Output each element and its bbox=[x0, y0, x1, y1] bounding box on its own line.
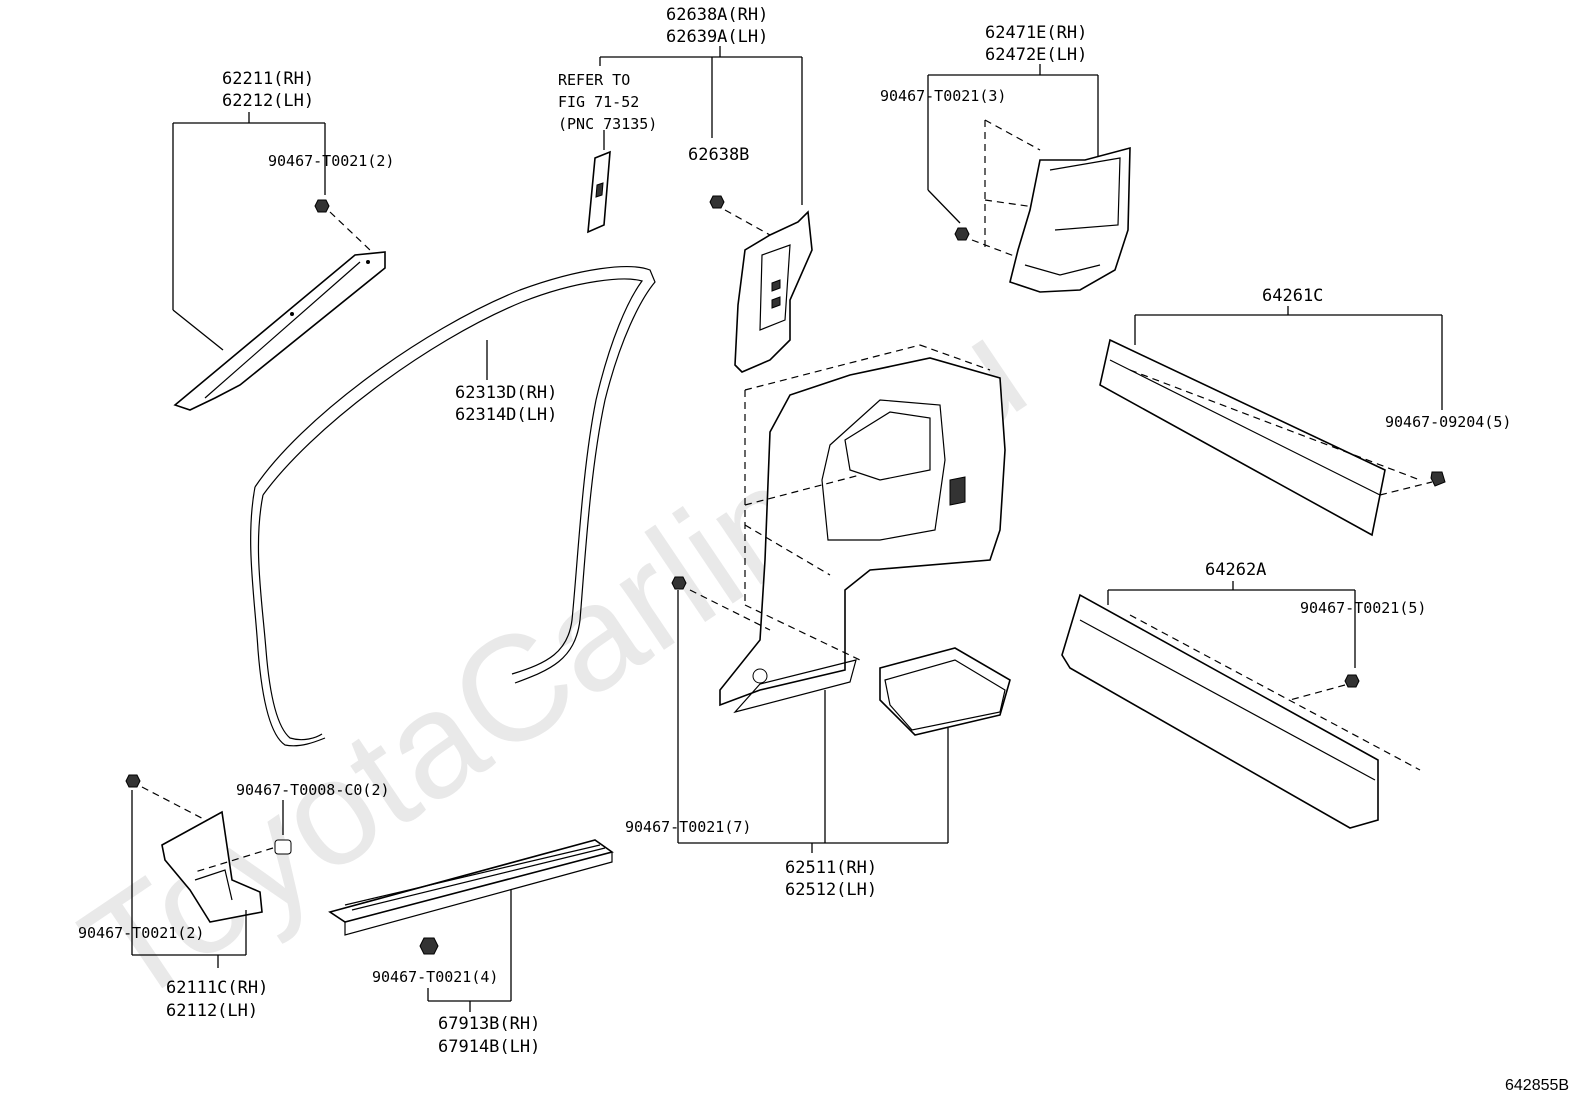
rear-scuff-plate bbox=[1099, 338, 1386, 537]
cowl-clip-a-label: 90467-T0008-C0(2) bbox=[236, 781, 390, 799]
clip-icon bbox=[419, 937, 439, 955]
scuff-rear-label: 64261C bbox=[1262, 286, 1323, 306]
quarter-trim bbox=[719, 357, 1006, 714]
refer-part bbox=[587, 150, 611, 234]
weatherstrip-label-lh: 62314D(LH) bbox=[455, 405, 557, 425]
clip-icon bbox=[671, 576, 687, 590]
refer-line-2: FIG 71-52 bbox=[558, 93, 639, 111]
c-pillar-label-lh: 62472E(LH) bbox=[985, 45, 1087, 65]
quarter-clip-label: 90467-T0021(7) bbox=[625, 818, 751, 836]
b-pillar-label-lh: 62639A(LH) bbox=[666, 27, 768, 47]
a-pillar-trim bbox=[173, 251, 386, 411]
cowl-clip-b-label: 90467-T0021(2) bbox=[78, 924, 204, 942]
b-pillar-trim bbox=[734, 210, 813, 373]
sill-plate-label-rh: 67913B(RH) bbox=[438, 1014, 540, 1034]
scuff-plate-label: 64262A bbox=[1205, 560, 1266, 580]
sill-clip-label: 90467-T0021(4) bbox=[372, 968, 498, 986]
clip-icon bbox=[709, 195, 725, 209]
scuff-rear-clip-label: 90467-09204(5) bbox=[1385, 413, 1511, 431]
scuff-plate-clip-label: 90467-T0021(5) bbox=[1300, 599, 1426, 617]
storage-box bbox=[879, 647, 1011, 736]
refer-line-1: REFER TO bbox=[558, 71, 630, 89]
cowl-trim-label-lh: 62112(LH) bbox=[166, 1001, 258, 1021]
front-scuff-plate bbox=[1061, 593, 1379, 829]
grommet-icon bbox=[274, 839, 292, 855]
c-pillar-label-rh: 62471E(RH) bbox=[985, 23, 1087, 43]
c-pillar-clip-label: 90467-T0021(3) bbox=[880, 87, 1006, 105]
quarter-trim-label-rh: 62511(RH) bbox=[785, 858, 877, 878]
a-pillar-clip-label: 90467-T0021(2) bbox=[268, 152, 394, 170]
b-pillar-clip-label: 62638B bbox=[688, 145, 749, 165]
clip-icon bbox=[1344, 674, 1360, 688]
clip-icon bbox=[954, 227, 970, 241]
clip-icon bbox=[125, 774, 141, 788]
a-pillar-label-rh: 62211(RH) bbox=[222, 69, 314, 89]
cowl-trim-label-rh: 62111C(RH) bbox=[166, 978, 268, 998]
quarter-trim-label-lh: 62512(LH) bbox=[785, 880, 877, 900]
a-pillar-label-lh: 62212(LH) bbox=[222, 91, 314, 111]
door-weatherstrip bbox=[250, 266, 656, 747]
refer-line-3: (PNC 73135) bbox=[558, 115, 657, 133]
clip-icon bbox=[1430, 471, 1446, 487]
diagram-code: 642855B bbox=[1505, 1077, 1569, 1094]
sill-plate-label-lh: 67914B(LH) bbox=[438, 1037, 540, 1057]
c-pillar-trim bbox=[1009, 146, 1131, 293]
door-sill-plate bbox=[328, 839, 614, 936]
clip-icon bbox=[314, 199, 330, 213]
b-pillar-label-rh: 62638A(RH) bbox=[666, 5, 768, 25]
weatherstrip-label-rh: 62313D(RH) bbox=[455, 383, 557, 403]
